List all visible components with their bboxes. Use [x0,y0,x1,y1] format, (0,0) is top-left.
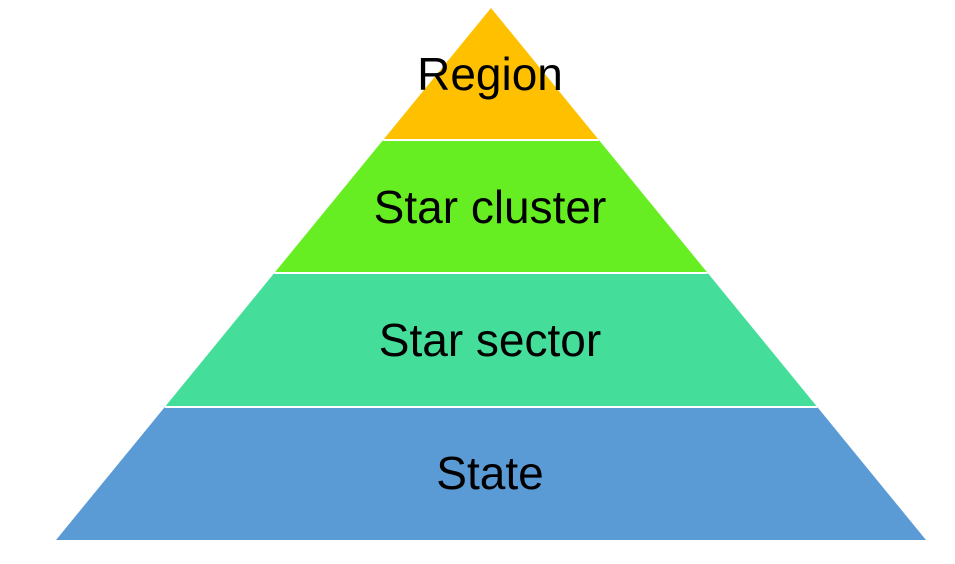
pyramid-tier-labels: Region Star cluster Star sector State [374,48,607,499]
tier-label-region: Region [417,48,563,100]
pyramid-tier-region [383,8,599,140]
tier-label-state: State [436,447,543,499]
tier-label-star-cluster: Star cluster [374,181,607,233]
pyramid-tier-shapes [56,8,926,540]
pyramid-tier-star-cluster [274,140,708,273]
tier-label-star-sector: Star sector [379,314,601,366]
pyramid-tier-star-sector [164,273,818,407]
pyramid-tier-state [56,407,926,540]
